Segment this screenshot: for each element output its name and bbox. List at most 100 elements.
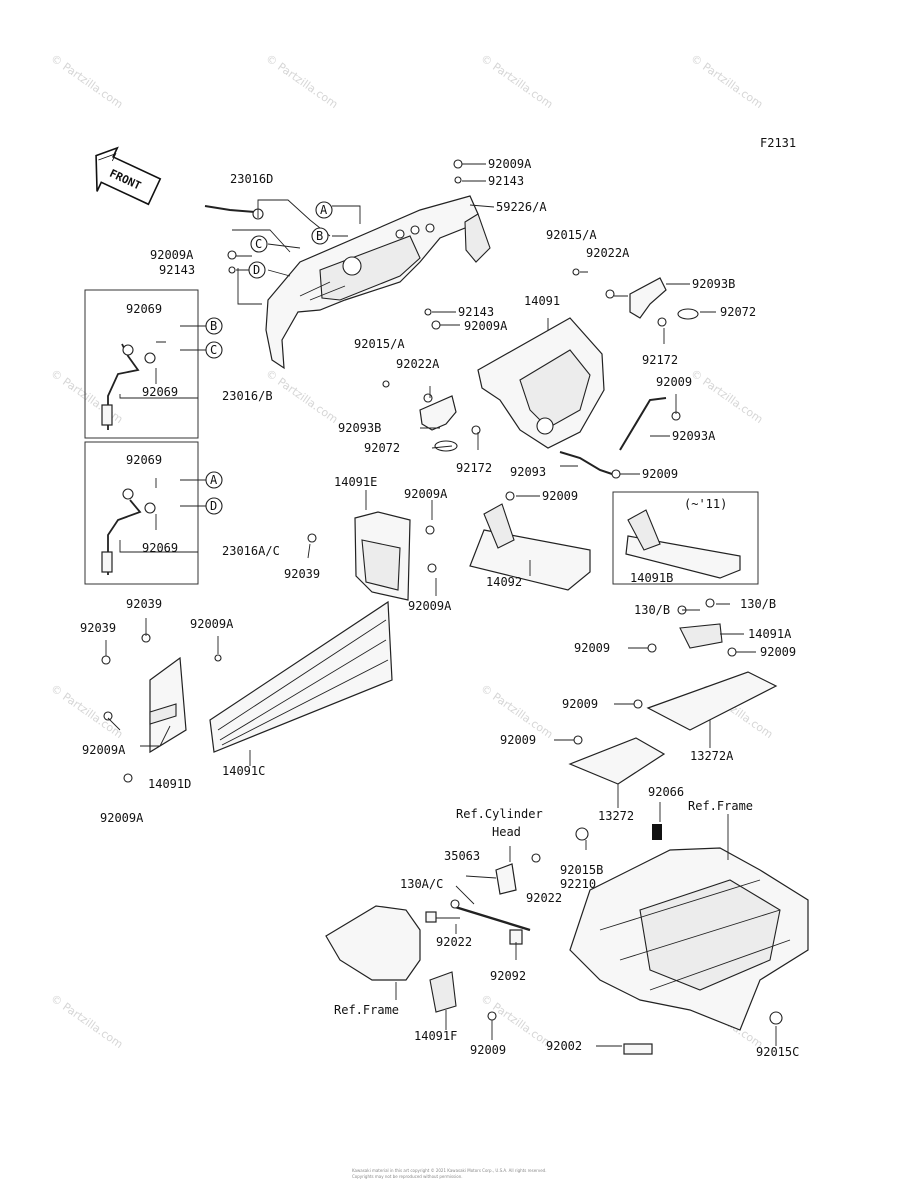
- washer-92022: [531, 853, 541, 863]
- part-label: 92009: [562, 697, 598, 711]
- figure-code: F2131: [760, 136, 796, 150]
- part-labels: 92009A 92143 59226/A 23016D 92009A 92143…: [80, 157, 799, 1059]
- part-label: 92015C: [756, 1045, 799, 1059]
- part-label: 92172: [642, 353, 678, 367]
- part-label: (~'11): [684, 497, 727, 511]
- callout-C-top: C: [250, 235, 268, 253]
- plate-13272: [568, 737, 666, 785]
- svg-text:C: C: [255, 237, 262, 251]
- part-label: 14091A: [748, 627, 792, 641]
- svg-text:D: D: [210, 499, 217, 513]
- part-label: 92093B: [692, 277, 735, 291]
- ref-frame-label: Ref.Frame: [334, 1003, 399, 1017]
- part-label: 23016A/C: [222, 544, 280, 558]
- part-label: 92009A: [408, 599, 452, 613]
- bracket-92093B-right: [629, 277, 667, 319]
- harness-23016D: [204, 205, 264, 220]
- mount-rod: [451, 904, 531, 932]
- box-14091B: [612, 491, 759, 585]
- part-label: 92069: [142, 541, 178, 555]
- part-label: 92172: [456, 461, 492, 475]
- part-label: 92069: [126, 302, 162, 316]
- part-label: 92022: [436, 935, 472, 949]
- part-label: 92009A: [150, 248, 194, 262]
- watermark: © Partzilla.com: [48, 52, 125, 111]
- watermark: © Partzilla.com: [48, 992, 125, 1051]
- callout-A-harness: A: [205, 471, 223, 489]
- part-label: 92009A: [488, 157, 532, 171]
- front-arrow: FRONT: [95, 146, 162, 206]
- harness-box-23016B: [84, 289, 199, 439]
- harness-23016B: [101, 343, 156, 430]
- watermark: © Partzilla.com: [48, 367, 125, 426]
- leader-lines: [105, 163, 777, 1047]
- part-label: 92092: [490, 969, 526, 983]
- callout-D-harness: D: [205, 497, 223, 515]
- part-label: 14091D: [148, 777, 191, 791]
- part-label: 14091C: [222, 764, 265, 778]
- collar-92092: [509, 929, 523, 945]
- strut-92093A: [619, 397, 667, 451]
- part-label: 92210: [560, 877, 596, 891]
- bumper-92066: [652, 824, 662, 840]
- callout-A-top: A: [315, 201, 333, 219]
- part-label: 35063: [444, 849, 480, 863]
- clamp-92072-right: [677, 308, 699, 320]
- svg-text:A: A: [210, 473, 218, 487]
- callout-B-top: B: [311, 227, 329, 245]
- callout-B-harness: B: [205, 317, 223, 335]
- strut-92093: [559, 451, 613, 475]
- part-label: 92009A: [190, 617, 234, 631]
- frame-ref: [569, 847, 809, 1031]
- part-label: 92009: [574, 641, 610, 655]
- part-label: 23016/B: [222, 389, 273, 403]
- part-label: 92093A: [672, 429, 716, 443]
- part-label: 92009A: [464, 319, 508, 333]
- bracket-14091A: [679, 623, 723, 649]
- part-label: 92039: [284, 567, 320, 581]
- copyright-footer: Copyrights may not be reproduced without…: [352, 1174, 463, 1179]
- part-label: 59226/A: [496, 200, 547, 214]
- harness-box-23016AC: [84, 441, 199, 585]
- part-label: 23016D: [230, 172, 273, 186]
- callout-D-top: D: [248, 261, 266, 279]
- frame-ref-left: [325, 905, 421, 981]
- part-label: 130/B: [634, 603, 670, 617]
- watermark: © Partzilla.com: [688, 52, 765, 111]
- watermark: © Partzilla.com: [263, 52, 340, 111]
- dash-panel-59226: [265, 195, 491, 370]
- part-label: 92022A: [396, 357, 440, 371]
- part-label: 92009A: [82, 743, 126, 757]
- bracket-35063: [495, 863, 517, 895]
- part-label: 92039: [80, 621, 116, 635]
- part-label: 92015/A: [354, 337, 405, 351]
- part-label: 13272: [598, 809, 634, 823]
- part-label: 92022: [526, 891, 562, 905]
- part-label: 14091: [524, 294, 560, 308]
- copyright-footer: Kawasaki material in this art copyright …: [352, 1168, 546, 1173]
- ref-frame-label: Ref.Frame: [688, 799, 753, 813]
- svg-text:D: D: [253, 263, 260, 277]
- clamp-92072-left: [434, 440, 458, 452]
- svg-text:C: C: [210, 343, 217, 357]
- part-label: 92009: [760, 645, 796, 659]
- part-label: 92009: [656, 375, 692, 389]
- part-label: 14091B: [630, 571, 673, 585]
- nut-92015C: [769, 1011, 783, 1025]
- part-label: 130/B: [740, 597, 776, 611]
- part-label: 92015B: [560, 863, 603, 877]
- part-label: 92069: [126, 453, 162, 467]
- part-label: 92093: [510, 465, 546, 479]
- ref-cylinder-head-label: Head: [492, 825, 521, 839]
- bracket-92093B-left: [419, 395, 457, 431]
- part-label: 92022A: [586, 246, 630, 260]
- part-label: 14091E: [334, 475, 377, 489]
- watermark: © Partzilla.com: [48, 682, 125, 741]
- part-label: 92093B: [338, 421, 381, 435]
- part-label: 92143: [159, 263, 195, 277]
- part-label: 13272A: [690, 749, 734, 763]
- part-label: 92009: [542, 489, 578, 503]
- part-label: 92009: [642, 467, 678, 481]
- part-label: 92066: [648, 785, 684, 799]
